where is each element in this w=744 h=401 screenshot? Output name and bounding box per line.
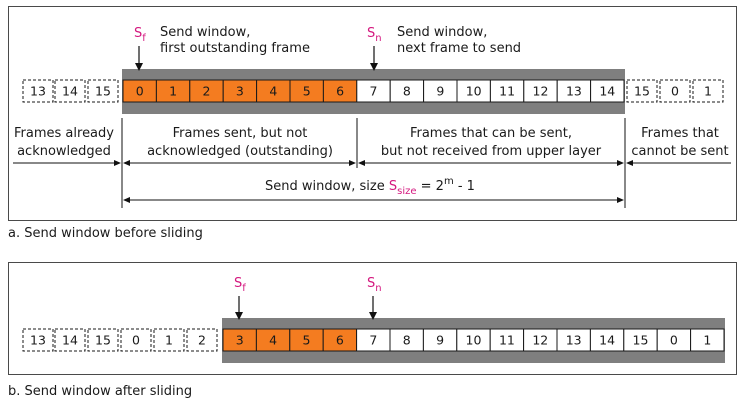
panel_a-frame-cell-1 <box>54 79 86 103</box>
panel_a-frame-number-17: 14 <box>599 84 615 99</box>
panel_b-frame-cell-2 <box>87 328 119 352</box>
sn-arrowhead-a <box>370 63 378 71</box>
panel_a-frame-number-9: 6 <box>336 84 344 99</box>
region-cannot-send-line1: Frames that <box>641 126 719 141</box>
panel_a-frame-number-18: 15 <box>634 84 650 99</box>
sn-pointer-label-a: Sn <box>367 26 382 44</box>
panel_b-frame-number-6: 3 <box>236 333 244 348</box>
panel_a-frame-number-19: 0 <box>671 84 679 99</box>
region-arrows <box>13 160 731 166</box>
panel_a-frame-cell-0 <box>22 79 54 103</box>
panel_a-frame-cell-19 <box>659 79 691 103</box>
region-outstanding-line1: Frames sent, but not <box>173 126 308 141</box>
panel_a-frame-number-6: 3 <box>236 84 244 99</box>
sf-pointer-label-a: Sf <box>134 26 146 44</box>
sf-desc-line1: Send window, <box>160 25 250 40</box>
panel_a-frame-number-11: 8 <box>403 84 411 99</box>
panel_b-frame-cell-3 <box>120 328 152 352</box>
panel_a-frame-number-0: 13 <box>30 84 46 99</box>
panel_a-frame-cell-17 <box>590 79 625 103</box>
panel-a-frame <box>8 6 737 221</box>
panel-b-frame <box>8 262 737 375</box>
panel_a-frame-number-7: 4 <box>269 84 277 99</box>
panel_a-frame-number-12: 9 <box>436 84 444 99</box>
panel_b-frame-cell-5 <box>186 328 218 352</box>
sn-arrowhead-b <box>369 312 377 320</box>
region-cannot-send-line2: cannot be sent <box>631 144 728 159</box>
window-size-arrow <box>123 197 624 203</box>
panel_b-frame-number-12: 9 <box>436 333 444 348</box>
sf-arrowhead-a <box>135 63 143 71</box>
sn-pointer-label-b: Sn <box>367 276 382 294</box>
caption-b: b. Send window after sliding <box>8 384 192 399</box>
panel_a-frame-number-2: 15 <box>95 84 111 99</box>
panel_b-frame-number-1: 14 <box>62 333 78 348</box>
panel_b-frame-number-3: 0 <box>132 333 140 348</box>
region-outstanding-line2: acknowledged (outstanding) <box>147 144 333 159</box>
panel_b-frame-number-5: 2 <box>198 333 206 348</box>
panel_a-frame-cell-18 <box>626 79 658 103</box>
region-can-send-line1: Frames that can be sent, <box>410 126 572 141</box>
panel_a-frame-number-4: 1 <box>169 84 177 99</box>
panel_b-frame-number-15: 12 <box>532 333 548 348</box>
panel_b-frame-number-0: 13 <box>30 333 46 348</box>
panel_b-frame-cell-0 <box>22 328 54 352</box>
sf-desc-line2: first outstanding frame <box>160 41 310 56</box>
panel_b-frame-number-7: 4 <box>269 333 277 348</box>
panel_b-frame-number-2: 15 <box>95 333 111 348</box>
panel_b-frame-cell-20 <box>690 328 725 352</box>
panel_a-frame-number-13: 10 <box>466 84 482 99</box>
panel_b-frame-number-13: 10 <box>466 333 482 348</box>
panel_a-frame-number-1: 14 <box>62 84 78 99</box>
panel_b-frame-number-19: 0 <box>670 333 678 348</box>
panel_a-frame-cell-20 <box>692 79 724 103</box>
panel_a-frame-number-20: 1 <box>704 84 712 99</box>
panel_a-frame-number-14: 11 <box>499 84 515 99</box>
panel_a-frame-number-16: 13 <box>566 84 582 99</box>
panel_b-frame-number-10: 7 <box>369 333 377 348</box>
panel_b-frame-number-9: 6 <box>336 333 344 348</box>
panel_b-frame-number-14: 11 <box>499 333 515 348</box>
panel_b-frame-number-11: 8 <box>403 333 411 348</box>
sn-desc-line2: next frame to send <box>397 41 521 56</box>
panel_b-frame-number-18: 15 <box>633 333 649 348</box>
sf-pointer-label-b: Sf <box>234 276 246 294</box>
panel_b-frame-cell-4 <box>153 328 185 352</box>
panel_a-frame-number-5: 2 <box>203 84 211 99</box>
sn-desc-line1: Send window, <box>397 25 487 40</box>
sf-arrowhead-b <box>235 312 243 320</box>
panel_a-frame-number-8: 5 <box>303 84 311 99</box>
window-size-label: Send window, size Ssize = 2m - 1 <box>265 176 475 197</box>
panel_b-frame-number-20: 1 <box>703 333 711 348</box>
panel_b-frame-cell-1 <box>54 328 86 352</box>
panel_a-frame-cell-2 <box>87 79 119 103</box>
panel_a-frame-number-15: 12 <box>533 84 549 99</box>
panel_a-frame-number-3: 0 <box>136 84 144 99</box>
panel_a-frame-number-10: 7 <box>370 84 378 99</box>
panel_b-frame-number-8: 5 <box>303 333 311 348</box>
panel_b-frame-number-17: 14 <box>599 333 615 348</box>
panel_b-frame-number-4: 1 <box>165 333 173 348</box>
region-can-send-line2: but not received from upper layer <box>381 144 602 159</box>
caption-a: a. Send window before sliding <box>8 226 203 241</box>
region-acknowledged-line1: Frames already <box>14 126 114 141</box>
region-acknowledged-line2: acknowledged <box>17 144 111 159</box>
panel_b-frame-number-16: 13 <box>566 333 582 348</box>
